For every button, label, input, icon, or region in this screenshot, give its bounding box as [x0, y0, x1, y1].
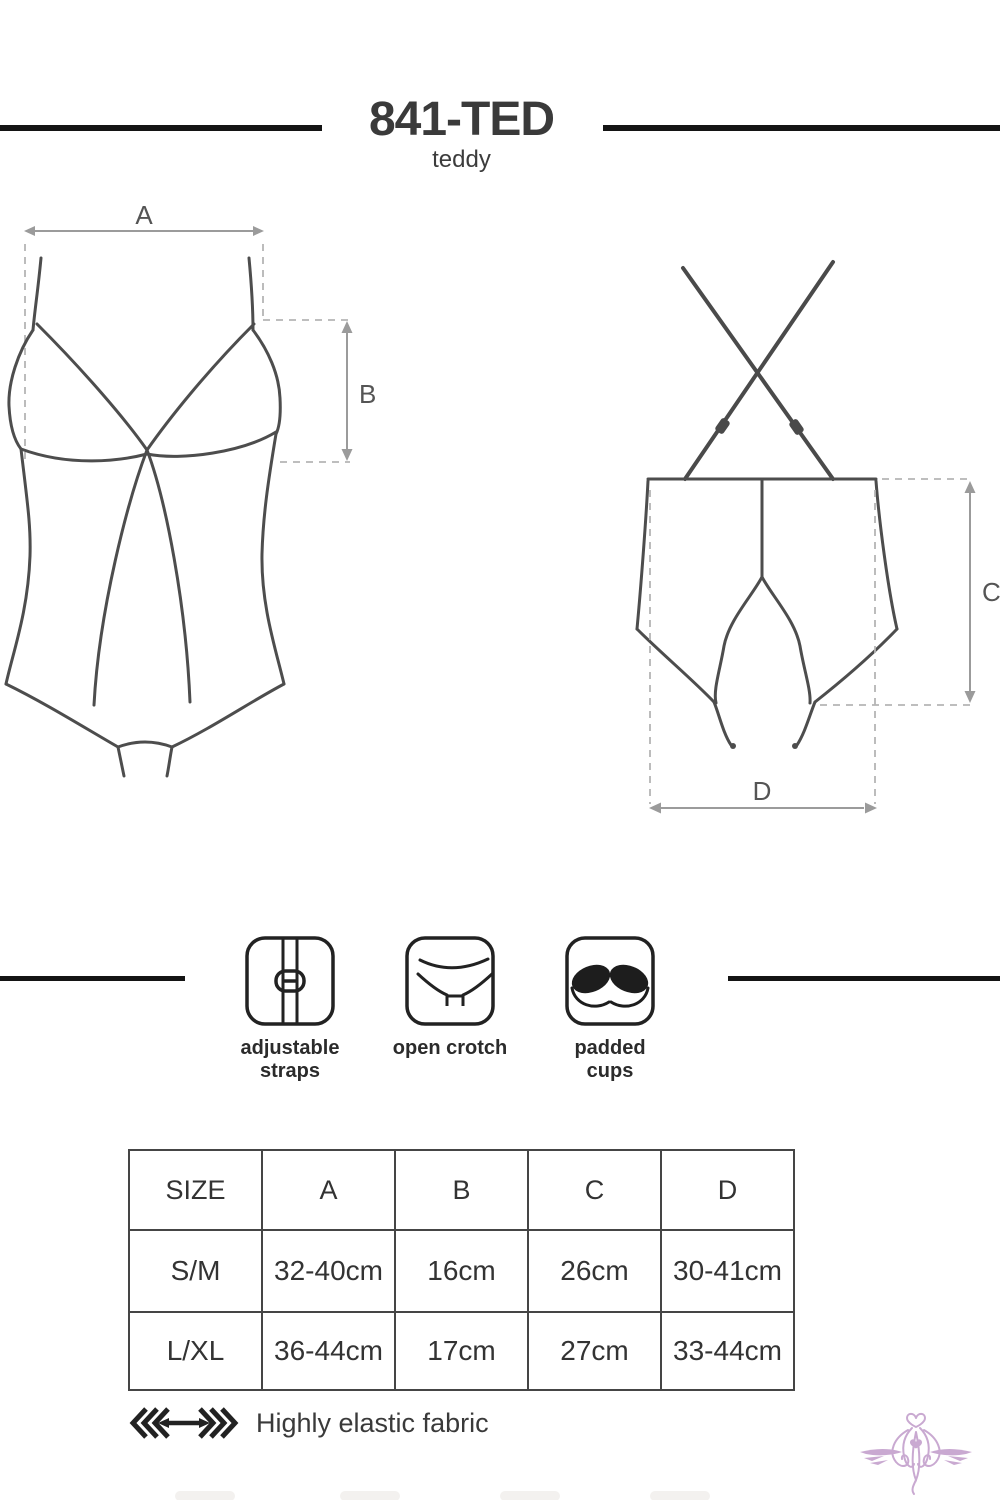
size-table-row-sm: S/M 32-40cm 16cm 26cm 30-41cm: [128, 1229, 795, 1313]
feature-label: padded cups: [574, 1037, 646, 1082]
value-cell: 16cm: [394, 1229, 529, 1313]
teddy-back-outline: [635, 477, 899, 749]
fabric-note-row: Highly elastic fabric: [128, 1406, 489, 1440]
dimension-c-label: C: [982, 577, 1000, 607]
features-divider-right: [728, 976, 1000, 981]
padded-cups-icon: [565, 936, 655, 1026]
feature-label: adjustable straps: [240, 1037, 340, 1082]
brand-ornament: [860, 1412, 972, 1495]
value-cell: 26cm: [527, 1229, 662, 1313]
size-table-header: A: [261, 1149, 396, 1231]
value-cell: 33-44cm: [660, 1311, 795, 1391]
size-table-header: SIZE: [128, 1149, 263, 1231]
feature-label: open crotch: [392, 1037, 508, 1059]
crossed-straps: [681, 260, 835, 481]
size-cell: L/XL: [128, 1311, 263, 1391]
bottom-partial-element: [650, 1491, 710, 1500]
title-divider-left: [0, 125, 322, 131]
size-table-header: D: [660, 1149, 795, 1231]
dimension-a-label: A: [135, 200, 153, 230]
strap-slider-right: [789, 419, 804, 435]
stretch-arrow-icon: [129, 1407, 239, 1439]
title-block: 841-TED teddy: [0, 96, 923, 173]
front-view-diagram: A B: [4, 200, 376, 778]
bottom-partial-element: [500, 1491, 560, 1500]
size-table-header: C: [527, 1149, 662, 1231]
product-type-subtitle: teddy: [432, 146, 491, 173]
value-cell: 32-40cm: [261, 1229, 396, 1313]
teddy-front-outline: [4, 256, 286, 778]
size-cell: S/M: [128, 1229, 263, 1313]
strap-slider-left: [715, 418, 730, 434]
bottom-partial-element: [340, 1491, 400, 1500]
feature-adjustable-straps: adjustable straps: [230, 935, 350, 1083]
size-table-header-row: SIZE A B C D: [128, 1149, 795, 1231]
value-cell: 17cm: [394, 1311, 529, 1391]
size-table-header: B: [394, 1149, 529, 1231]
features-divider-left: [0, 976, 185, 981]
back-view-diagram: C D: [635, 260, 1000, 814]
bottom-partial-element: [175, 1491, 235, 1500]
size-table: SIZE A B C D S/M 32-40cm 16cm 26cm 30-41…: [128, 1149, 795, 1391]
value-cell: 27cm: [527, 1311, 662, 1391]
dimension-d-label: D: [753, 776, 772, 806]
open-crotch-icon: [405, 936, 495, 1026]
value-cell: 36-44cm: [261, 1311, 396, 1391]
feature-padded-cups: padded cups: [550, 935, 670, 1083]
dimension-b-label: B: [359, 379, 376, 409]
fabric-note-text: Highly elastic fabric: [256, 1407, 489, 1438]
feature-open-crotch: open crotch: [390, 935, 510, 1060]
value-cell: 30-41cm: [660, 1229, 795, 1313]
adjustable-straps-icon: [245, 936, 335, 1026]
product-model-title: 841-TED: [368, 93, 555, 146]
size-table-row-lxl: L/XL 36-44cm 17cm 27cm 33-44cm: [128, 1311, 795, 1391]
title-divider-right: [603, 125, 1000, 131]
